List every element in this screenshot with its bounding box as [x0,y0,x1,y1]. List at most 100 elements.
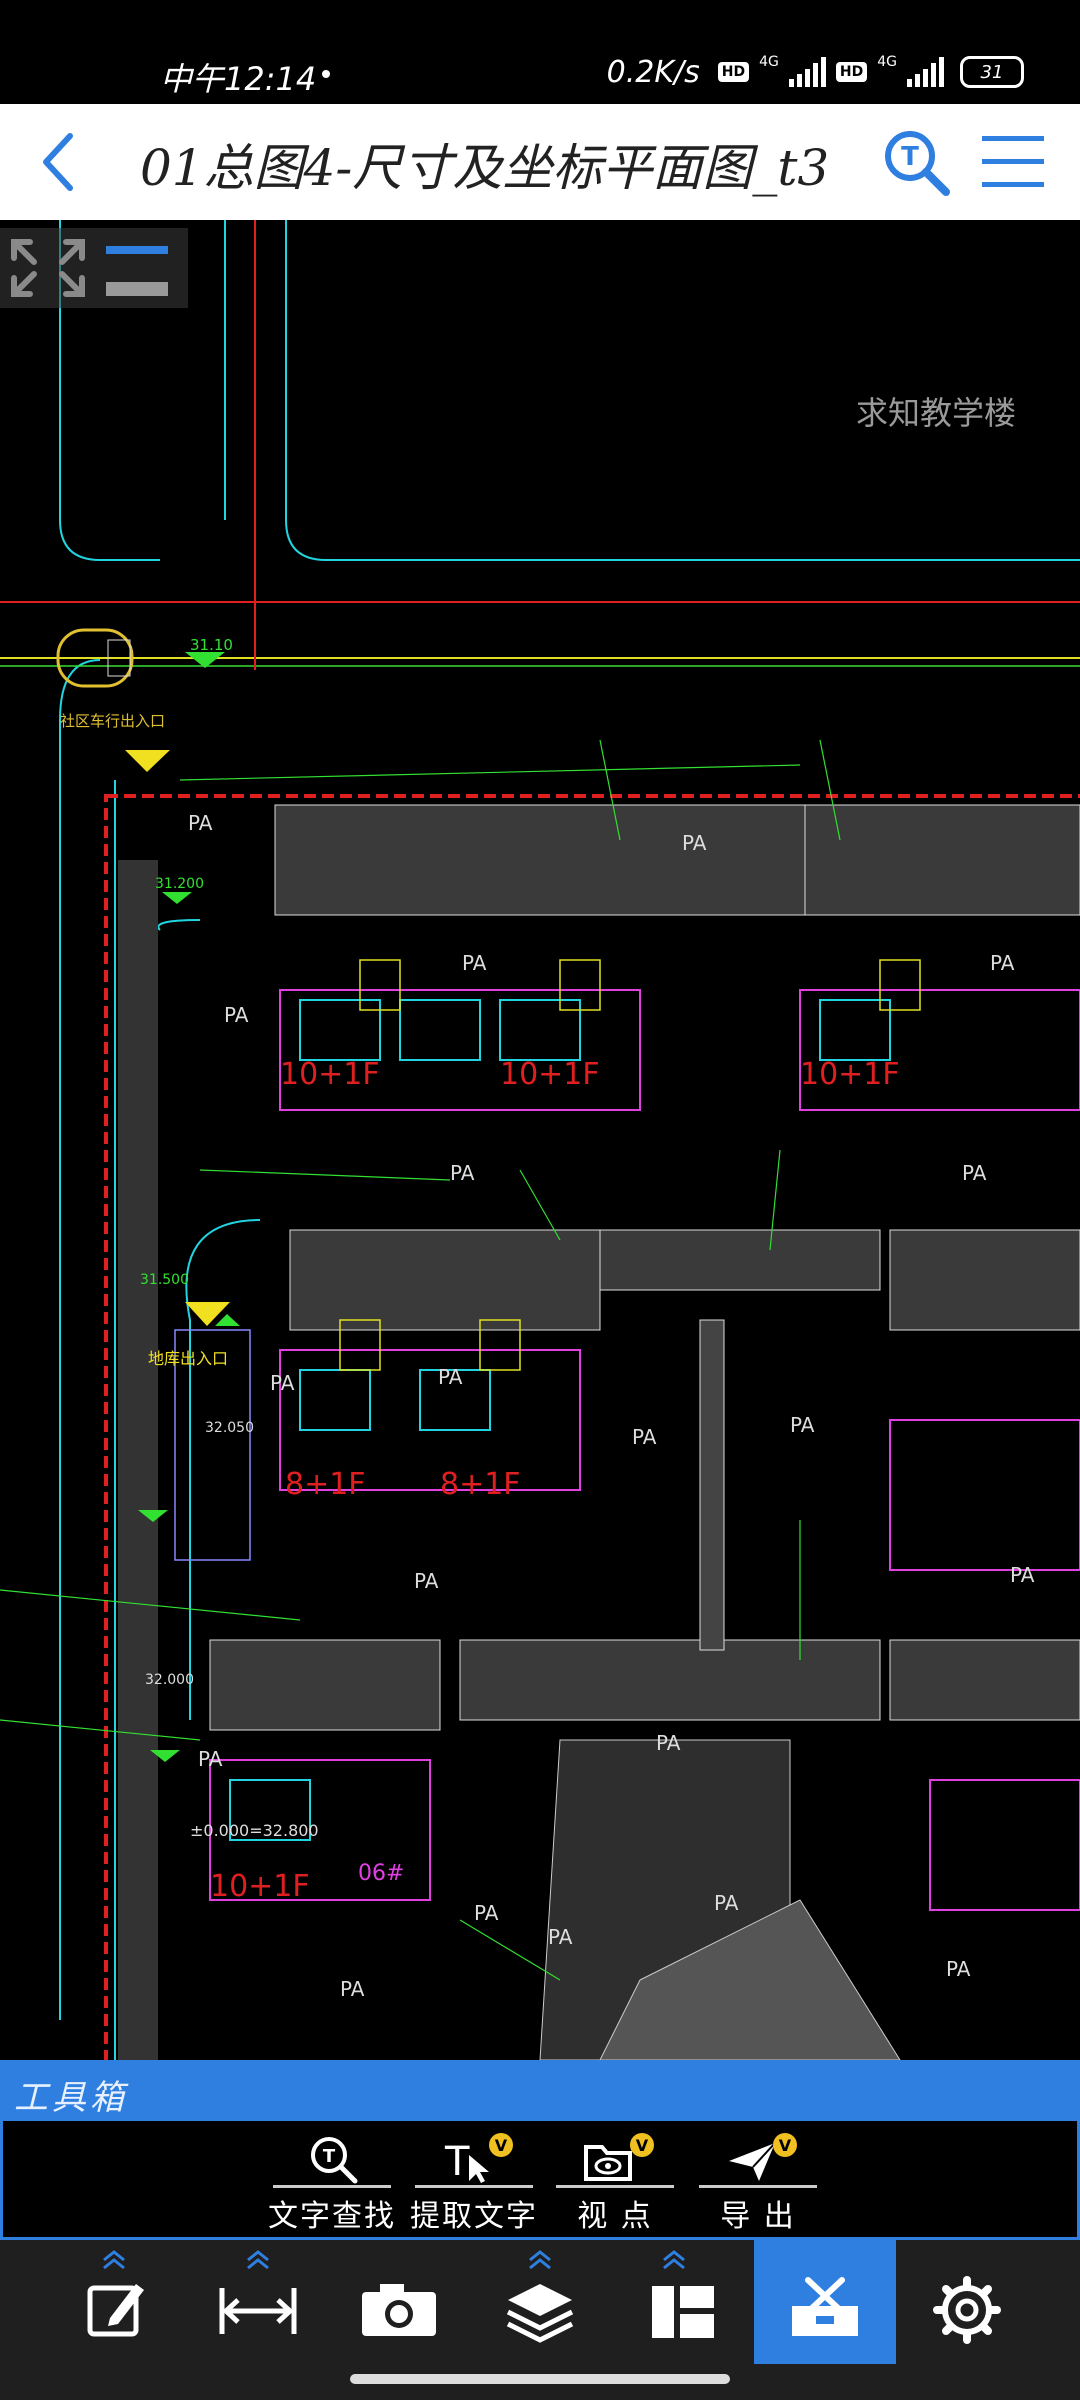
layout-icon [652,2250,714,2338]
label-floors-2: 8+1F [285,1467,366,1502]
label-entrance: 社区车行出入口 [60,712,165,730]
tool-label: 导 出 [720,2199,796,2234]
expand-icon [11,239,85,297]
signal-icon [788,57,826,87]
layers-icon [506,2250,574,2343]
text-find-tool[interactable]: T 文字查找 [268,2121,394,2237]
svg-text:T: T [901,142,919,172]
toolbox-panel: T 文字查找 T V 提取文字 V 视 点 V [0,2118,1080,2240]
fullscreen-button[interactable] [0,228,96,308]
premium-badge: V [636,2136,649,2155]
layers-button[interactable] [470,2240,612,2364]
label-floors-1b: 10+1F [500,1057,600,1092]
document-title: 01总图4-尺寸及坐标平面图_t3 [140,139,830,197]
network-type: 4G [759,54,779,70]
label-building-no: 06# [358,1861,404,1886]
label-pa: PA [1010,1563,1035,1587]
hd-badge: HD [717,62,750,82]
viewpoint-tool[interactable]: V 视 点 [556,2121,674,2237]
settings-button[interactable] [896,2240,1038,2364]
toolbox-header: 工具箱 [0,2060,1080,2118]
label-elev-6: ±0.000=32.800 [190,1821,319,1840]
battery-icon: 31 [960,56,1024,88]
label-elev-3: 31.500 [140,1272,189,1288]
cad-drawing: 社区车行出入口 地库出入口 31.10 31.200 31.500 32.050… [0,220,1080,2060]
network-type-2: 4G [877,54,897,70]
chevron-left-icon [43,133,73,191]
hd-badge-2: HD [835,62,868,82]
measure-icon [219,2250,297,2334]
label-pa: PA [990,951,1015,975]
back-button[interactable] [22,124,98,200]
layer-bars-icon [106,246,168,296]
menu-button[interactable] [978,130,1048,194]
label-pa: PA [462,951,487,975]
text-search-button[interactable]: T [880,126,952,198]
status-bar: 中午12:14 0.2K/s HD 4G HD 4G 31 [0,0,1080,104]
toolbox-button[interactable] [754,2240,896,2364]
text-cursor-icon: T V [444,2133,513,2185]
toolbox-title: 工具箱 [14,2078,128,2118]
label-pa: PA [414,1569,439,1593]
tool-label: 视 点 [577,2199,653,2234]
toolbox-icon [792,2277,858,2336]
label-floors-3: 10+1F [210,1869,310,1904]
premium-badge: V [779,2136,792,2155]
measure-button[interactable] [186,2240,328,2364]
label-pa: PA [548,1925,573,1949]
label-pa: PA [714,1891,739,1915]
tool-underline [415,2185,533,2188]
label-floors-2b: 8+1F [440,1467,521,1502]
label-elev-2: 31.200 [155,876,204,892]
label-elev-5: 32.000 [145,1672,194,1688]
status-indicators: 0.2K/s HD 4G HD 4G 31 [607,52,1024,92]
premium-badge: V [495,2136,508,2155]
camera-icon [362,2284,436,2336]
label-pa: PA [198,1747,223,1771]
home-indicator[interactable] [350,2374,730,2384]
annotate-button[interactable] [44,2240,186,2364]
label-floors-1: 10+1F [280,1057,380,1092]
bottom-toolbar [0,2240,1080,2400]
label-pa: PA [188,811,213,835]
cad-drawing-canvas[interactable]: 社区车行出入口 地库出入口 31.10 31.200 31.500 32.050… [0,220,1080,2060]
label-pa: PA [224,1003,249,1027]
label-pa: PA [790,1413,815,1437]
label-pa: PA [946,1957,971,1981]
label-pa: PA [340,1977,365,2001]
tool-label: 提取文字 [410,2199,538,2234]
label-garage: 地库出入口 [148,1349,228,1368]
notification-dot-icon [322,70,330,78]
network-speed: 0.2K/s [606,54,700,90]
magnifier-text-icon: T [311,2137,358,2184]
title-bar: 01总图4-尺寸及坐标平面图_t3 T [0,104,1080,221]
svg-text:T: T [323,2146,336,2167]
extract-text-tool[interactable]: T V 提取文字 [410,2121,536,2237]
eye-folder-icon: V [584,2133,654,2181]
status-time: 中午12:14 [160,60,317,98]
tool-underline [699,2185,817,2188]
label-pa: PA [632,1425,657,1449]
label-pa: PA [474,1901,499,1925]
paper-plane-icon: V [729,2133,797,2181]
layout-button[interactable] [612,2240,754,2364]
text-search-icon: T [885,131,950,196]
label-elev-1: 31.10 [190,636,233,654]
hamburger-menu-icon [982,136,1044,187]
label-pa: PA [270,1371,295,1395]
tool-underline [556,2185,674,2188]
svg-text:T: T [444,2139,470,2185]
camera-button[interactable] [328,2240,470,2364]
label-pa: PA [962,1161,987,1185]
export-tool[interactable]: V 导 出 [699,2121,817,2237]
label-pa: PA [656,1731,681,1755]
label-floors-1c: 10+1F [800,1057,900,1092]
label-elev-4: 32.050 [205,1420,254,1436]
label-pa: PA [450,1161,475,1185]
tool-underline [273,2185,391,2188]
drawing-watermark: 求知教学楼 [856,394,1017,432]
signal-icon-2 [907,57,944,87]
label-pa: PA [682,831,707,855]
layer-toggle-button[interactable] [96,228,188,308]
tool-label: 文字查找 [268,2199,396,2234]
